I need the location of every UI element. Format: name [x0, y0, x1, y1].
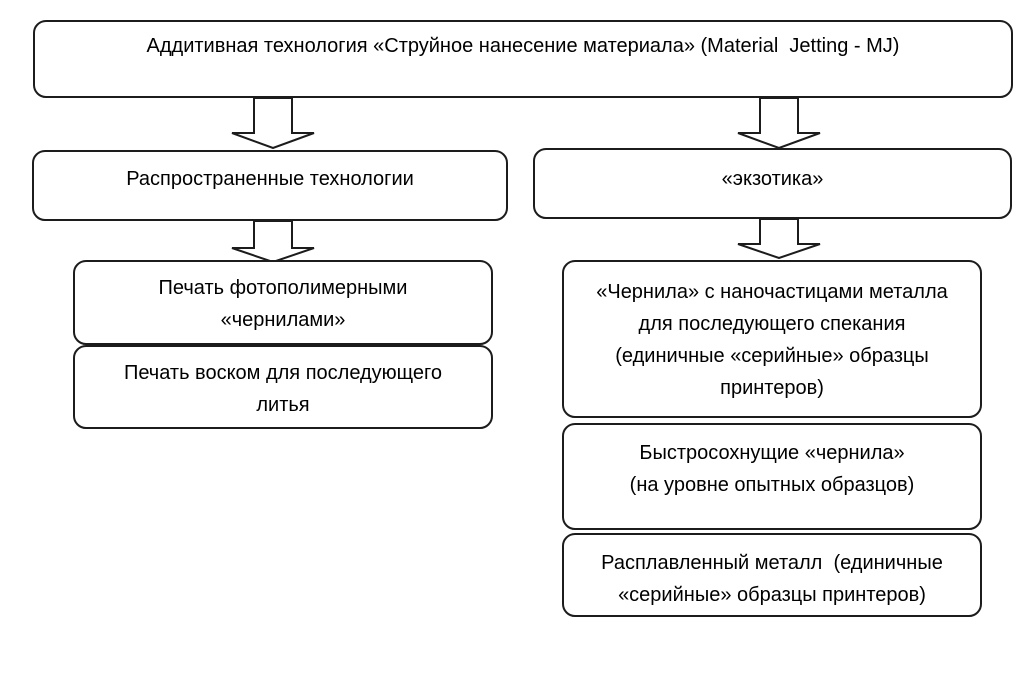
node-text-line: Быстросохнущие «чернила»	[639, 442, 905, 464]
node-text-line: «чернилами»	[220, 309, 346, 331]
node-common-technologies: Распространенные технологии	[32, 150, 508, 221]
down-arrow-common-to-items	[230, 220, 316, 263]
node-text-line: (на уровне опытных образцов)	[629, 474, 915, 496]
node-text-line: литья	[256, 394, 310, 416]
down-arrow-icon	[231, 220, 315, 263]
down-arrow-exotic-to-items	[736, 218, 822, 259]
node-photopolymer-ink: Печать фотополимерными «чернилами»	[73, 260, 493, 345]
node-text-line: Печать фотополимерными	[158, 277, 408, 299]
node-text-line: «экзотика»	[721, 168, 824, 190]
node-text-line: для последующего спекания	[638, 313, 906, 335]
node-text-line: Распространенные технологии	[126, 168, 414, 190]
node-text-line: Аддитивная технология «Струйное нанесени…	[146, 35, 900, 57]
down-arrow-root-to-exotic	[736, 97, 822, 149]
node-text-line: «серийные» образцы принтеров)	[618, 584, 926, 606]
node-text-line: Расплавленный металл (единичные	[601, 552, 943, 574]
down-arrow-icon	[737, 218, 821, 259]
down-arrow-icon	[737, 97, 821, 149]
node-fast-drying-ink: Быстросохнущие «чернила» (на уровне опыт…	[562, 423, 982, 530]
node-wax-printing: Печать воском для последующего литья	[73, 345, 493, 429]
node-text-line: (единичные «серийные» образцы	[615, 345, 929, 367]
down-arrow-root-to-common	[230, 97, 316, 149]
node-metal-nanoparticle-ink: «Чернила» с наночастицами металла для по…	[562, 260, 982, 418]
down-arrow-icon	[231, 97, 315, 149]
node-material-jetting-root: Аддитивная технология «Струйное нанесени…	[33, 20, 1013, 98]
node-text-line: принтеров)	[720, 377, 824, 399]
node-exotic: «экзотика»	[533, 148, 1012, 219]
node-text-line: Печать воском для последующего	[123, 362, 443, 384]
node-text-line: «Чернила» с наночастицами металла	[596, 281, 948, 303]
node-molten-metal: Расплавленный металл (единичные «серийны…	[562, 533, 982, 617]
